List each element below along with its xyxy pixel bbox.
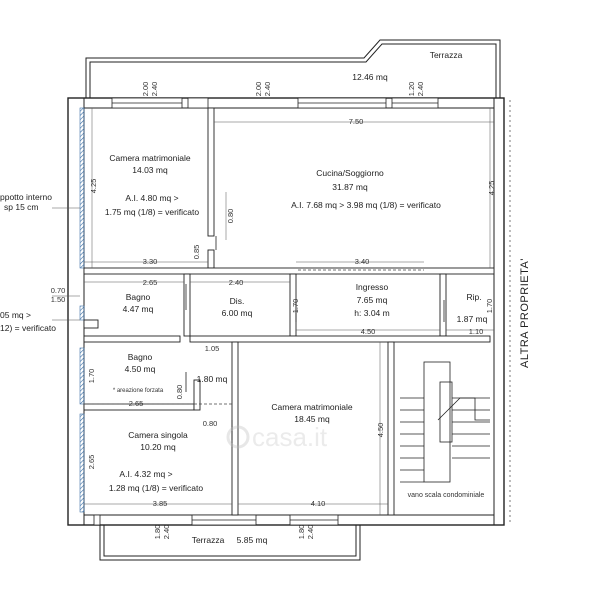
dim-2-40-a: 2.40	[150, 82, 159, 97]
dis-name: Dis.	[230, 296, 245, 306]
interior-walls	[83, 107, 495, 516]
dim-2-00-b: 2.00	[254, 82, 263, 97]
dim-0-70: 0.70	[51, 286, 66, 295]
left-note-1: 05 mq >	[0, 310, 31, 320]
dim-1-70-a: 1.70	[291, 299, 300, 314]
dim-3-30: 3.30	[143, 257, 158, 266]
dim-4-25-left: 4.25	[89, 179, 98, 194]
dim-4-50-h: 4.50	[361, 327, 376, 336]
top-terrace	[85, 39, 501, 98]
altra-proprieta-label: ALTRA PROPRIETA'	[519, 258, 531, 368]
dim-1-10: 1.10	[469, 327, 484, 336]
terrace-top-area: 12.46 mq	[352, 72, 388, 82]
dim-0-80-a: 0.80	[226, 209, 235, 224]
dim-2-00-a: 2.00	[141, 82, 150, 97]
left-notes: ppotto interno sp 15 cm 05 mq > 12) = ve…	[0, 192, 56, 333]
dimension-lines	[52, 108, 494, 515]
singola-area: 10.20 mq	[140, 442, 176, 452]
dim-1-50: 1.50	[51, 295, 66, 304]
camera1-area: 14.03 mq	[132, 165, 168, 175]
cappotto-note-2: sp 15 cm	[4, 202, 39, 212]
dimension-texts-vertical: 2.00 2.40 2.00 2.40 1.20 2.40 4.25 4.25 …	[87, 82, 496, 540]
dim-1-70-b: 1.70	[485, 299, 494, 314]
dim-3-40: 3.40	[355, 257, 370, 266]
dim-4-10: 4.10	[311, 499, 326, 508]
dim-0-80-b: 0.80	[203, 419, 218, 428]
bagno1-name: Bagno	[126, 292, 151, 302]
terrace-bottom-area: 5.85 mq	[237, 535, 268, 545]
bagno2-name: Bagno	[128, 352, 153, 362]
dashed-lines	[84, 269, 424, 405]
dim-1-70-c: 1.70	[87, 369, 96, 384]
camera1-ai: A.I. 4.80 mq >	[125, 193, 178, 203]
cucina-ai: A.I. 7.68 mq > 3.98 mq (1/8) = verificat…	[291, 200, 441, 210]
camera1-name: Camera matrimoniale	[109, 153, 191, 163]
dim-0-85: 0.85	[192, 245, 201, 260]
dim-1-05: 1.05	[205, 344, 220, 353]
bagno1-area: 4.47 mq	[123, 304, 154, 314]
cucina-name: Cucina/Soggiorno	[316, 168, 384, 178]
camera1-check: 1.75 mq (1/8) = verificato	[105, 207, 200, 217]
singola-check: 1.28 mq (1/8) = verificato	[109, 483, 204, 493]
dim-1-20: 1.20	[407, 82, 416, 97]
dim-1-80-b: 1.80	[297, 525, 306, 540]
singola-ai: A.I. 4.32 mq >	[119, 469, 172, 479]
dim-2-65-c: 2.65	[87, 455, 96, 470]
ingresso-area: 7.65 mq	[357, 295, 388, 305]
doors	[185, 236, 445, 440]
insulation-hatch	[79, 107, 85, 513]
bottom-terrace	[99, 524, 361, 561]
dim-0-80-c: 0.80	[175, 385, 184, 400]
extra-area: 1.80 mq	[197, 374, 228, 384]
dim-1-80-a: 1.80	[153, 525, 162, 540]
bottom-windows	[93, 514, 339, 526]
dim-2-40-d: 2.40	[162, 525, 171, 540]
camera2-area: 18.45 mq	[294, 414, 330, 424]
room-labels: Terrazza 12.46 mq Camera matrimoniale 14…	[105, 50, 488, 545]
top-windows	[111, 97, 439, 109]
left-note-2: 12) = verificato	[0, 323, 56, 333]
staircase	[400, 361, 490, 483]
dim-2-40-e: 2.40	[306, 525, 315, 540]
dim-2-40-mid: 2.40	[229, 278, 244, 287]
rip-name: Rip.	[466, 292, 481, 302]
singola-name: Camera singola	[128, 430, 188, 440]
scala-name: vano scala condominiale	[408, 492, 485, 499]
dim-7-50: 7.50	[349, 117, 364, 126]
cucina-area: 31.87 mq	[332, 182, 368, 192]
dim-4-25-right: 4.25	[487, 181, 496, 196]
bagno2-note: * areazione forzata	[113, 388, 164, 394]
ingresso-height: h: 3.04 m	[354, 308, 389, 318]
dimension-texts: 7.50 3.30 2.65 2.40 3.40 0.70 1.50 4.50 …	[51, 117, 484, 508]
camera2-name: Camera matrimoniale	[271, 402, 353, 412]
dim-2-65-a: 2.65	[143, 278, 158, 287]
dim-3-85: 3.85	[153, 499, 168, 508]
watermark: casa.it	[226, 422, 328, 452]
bagno2-area: 4.50 mq	[125, 364, 156, 374]
dim-2-40-b: 2.40	[263, 82, 272, 97]
ingresso-name: Ingresso	[356, 282, 389, 292]
dim-2-65-b: 2.65	[129, 399, 144, 408]
dis-area: 6.00 mq	[222, 308, 253, 318]
cappotto-note-1: ppotto interno	[0, 192, 52, 202]
dim-4-50-v: 4.50	[376, 423, 385, 438]
dim-2-40-c: 2.40	[416, 82, 425, 97]
rip-area: 1.87 mq	[457, 314, 488, 324]
terrace-bottom-name: Terrazza	[192, 535, 225, 545]
watermark-text: casa.it	[252, 422, 328, 452]
terrace-top-name: Terrazza	[430, 50, 463, 60]
